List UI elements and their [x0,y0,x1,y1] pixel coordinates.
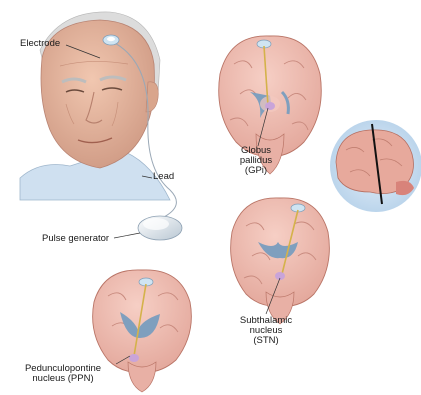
electrode-implant [103,35,119,45]
stn-label: Subthalamic nucleus (STN) [224,316,308,346]
electrode-label: Electrode [20,39,60,49]
stn-label-line: (STN) [224,336,308,346]
ppn-label-line: nucleus (PPN) [8,374,118,384]
brain-side-view-icon [330,120,421,212]
pulse-generator-leader-line [114,233,140,238]
brain-section-stn [231,198,330,324]
gpi-label-line: (GPi) [226,166,286,176]
ppn-label: Pedunculopontine nucleus (PPN) [8,364,118,384]
lead-label: Lead [153,172,174,182]
gpi-label: Globus pallidus (GPi) [226,146,286,176]
pulse-generator-label: Pulse generator [42,234,109,244]
pulse-generator-device [138,216,182,240]
